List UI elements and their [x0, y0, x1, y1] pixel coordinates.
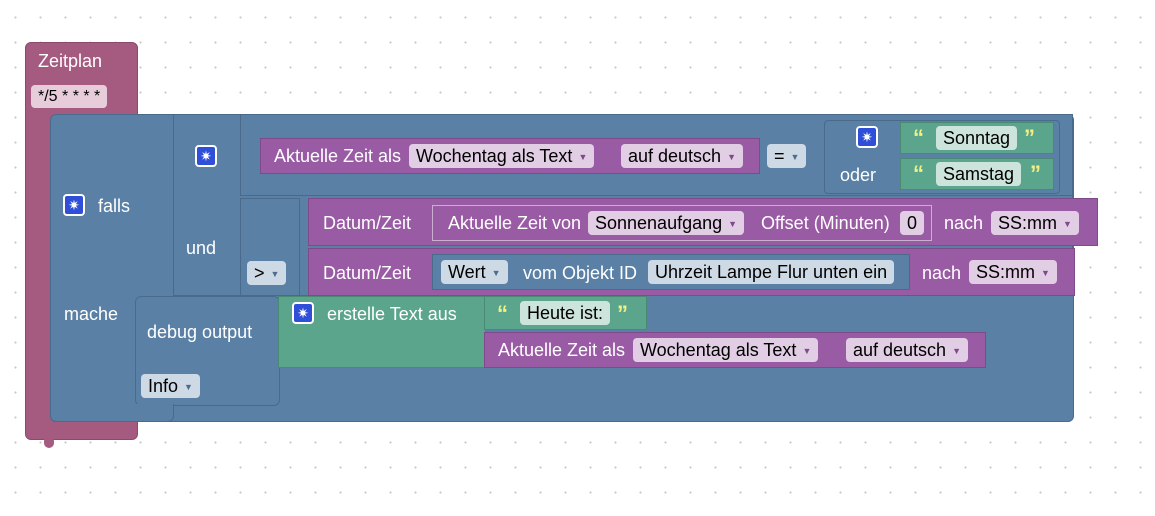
if-block-bottom: [50, 404, 174, 422]
language-select[interactable]: auf deutsch ▼: [621, 144, 743, 168]
schedule-label: Zeitplan: [38, 51, 103, 71]
dropdown-arrow-icon: ▼: [727, 152, 736, 163]
current-time-label-2: Aktuelle Zeit als: [498, 340, 626, 360]
debug-level-select[interactable]: Info ▼: [141, 374, 200, 398]
create-text-label: erstelle Text aus: [327, 304, 457, 324]
date-time-label-2: Datum/Zeit: [323, 263, 412, 283]
dropdown-arrow-icon: ▼: [184, 382, 193, 393]
time-format-select-1[interactable]: SS:mm ▼: [991, 211, 1079, 235]
if-falls-label: falls: [98, 196, 131, 216]
compare-greater-select[interactable]: >▼: [247, 261, 287, 285]
quote-close-icon: ”: [1030, 161, 1041, 186]
language-value-2: auf deutsch: [853, 340, 947, 360]
or-gear-icon[interactable]: ✷: [856, 126, 878, 148]
schedule-cron-field[interactable]: */5 * * * *: [31, 85, 108, 108]
astro-event-select[interactable]: Sonnenaufgang ▼: [588, 211, 745, 235]
dropdown-arrow-icon: ▼: [270, 269, 280, 280]
compare-greater-value: >: [254, 263, 265, 283]
if-gear-icon[interactable]: ✷: [63, 194, 85, 216]
offset-label: Offset (Minuten): [761, 213, 890, 233]
if-mache-label: mache: [64, 304, 119, 324]
dropdown-arrow-icon: ▼: [728, 219, 738, 230]
dropdown-arrow-icon: ▼: [578, 152, 588, 163]
time-format-value-2: SS:mm: [976, 262, 1036, 282]
dropdown-arrow-icon: ▼: [790, 152, 800, 163]
and-label: und: [186, 238, 217, 258]
text-heute-field[interactable]: Heute ist:: [520, 301, 611, 325]
debug-output-label: debug output: [147, 322, 253, 342]
quote-close-icon: ”: [1024, 125, 1035, 150]
dropdown-arrow-icon: ▼: [952, 346, 961, 357]
value-option-value: Wert: [448, 262, 486, 282]
weekday-format-value: Wochentag als Text: [416, 146, 573, 166]
quote-open-icon: “: [913, 125, 924, 150]
value-select[interactable]: Wert ▼: [441, 260, 508, 284]
weekday-format-select[interactable]: Wochentag als Text ▼: [409, 144, 595, 168]
current-time-label: Aktuelle Zeit als: [274, 146, 402, 166]
or-label: oder: [840, 165, 877, 185]
quote-open-icon: “: [913, 161, 924, 186]
dropdown-arrow-icon: ▼: [802, 346, 812, 357]
object-id-field[interactable]: Uhrzeit Lampe Flur unten ein: [648, 260, 895, 284]
and-gear-icon[interactable]: ✷: [195, 145, 217, 167]
debug-level-value: Info: [148, 376, 179, 396]
schedule-notch: [44, 436, 54, 448]
equal-operator-select[interactable]: =▼: [767, 144, 807, 168]
time-format-value-1: SS:mm: [998, 213, 1058, 233]
text-samstag-field[interactable]: Samstag: [936, 162, 1022, 186]
time-format-select-2[interactable]: SS:mm ▼: [969, 260, 1057, 284]
equal-operator-value: =: [774, 146, 785, 166]
offset-field[interactable]: 0: [900, 211, 925, 235]
weekday-format-value-2: Wochentag als Text: [640, 340, 797, 360]
astro-event-value: Sonnenaufgang: [595, 213, 723, 233]
current-time-of-label: Aktuelle Zeit von: [448, 213, 582, 233]
quote-open-icon: “: [497, 301, 508, 326]
object-id-label: vom Objekt ID: [523, 263, 638, 283]
dropdown-arrow-icon: ▼: [1041, 268, 1050, 279]
date-time-label-1: Datum/Zeit: [323, 213, 412, 233]
quote-close-icon: ”: [617, 301, 628, 326]
nach-label-1: nach: [944, 213, 984, 233]
dropdown-arrow-icon: ▼: [491, 268, 501, 279]
nach-label-2: nach: [922, 263, 962, 283]
create-text-gear-icon[interactable]: ✷: [292, 302, 314, 324]
language-value: auf deutsch: [628, 146, 722, 166]
weekday-format-select-2[interactable]: Wochentag als Text ▼: [633, 338, 819, 362]
text-sonntag-field[interactable]: Sonntag: [936, 126, 1018, 150]
language-select-2[interactable]: auf deutsch ▼: [846, 338, 968, 362]
dropdown-arrow-icon: ▼: [1063, 219, 1072, 230]
